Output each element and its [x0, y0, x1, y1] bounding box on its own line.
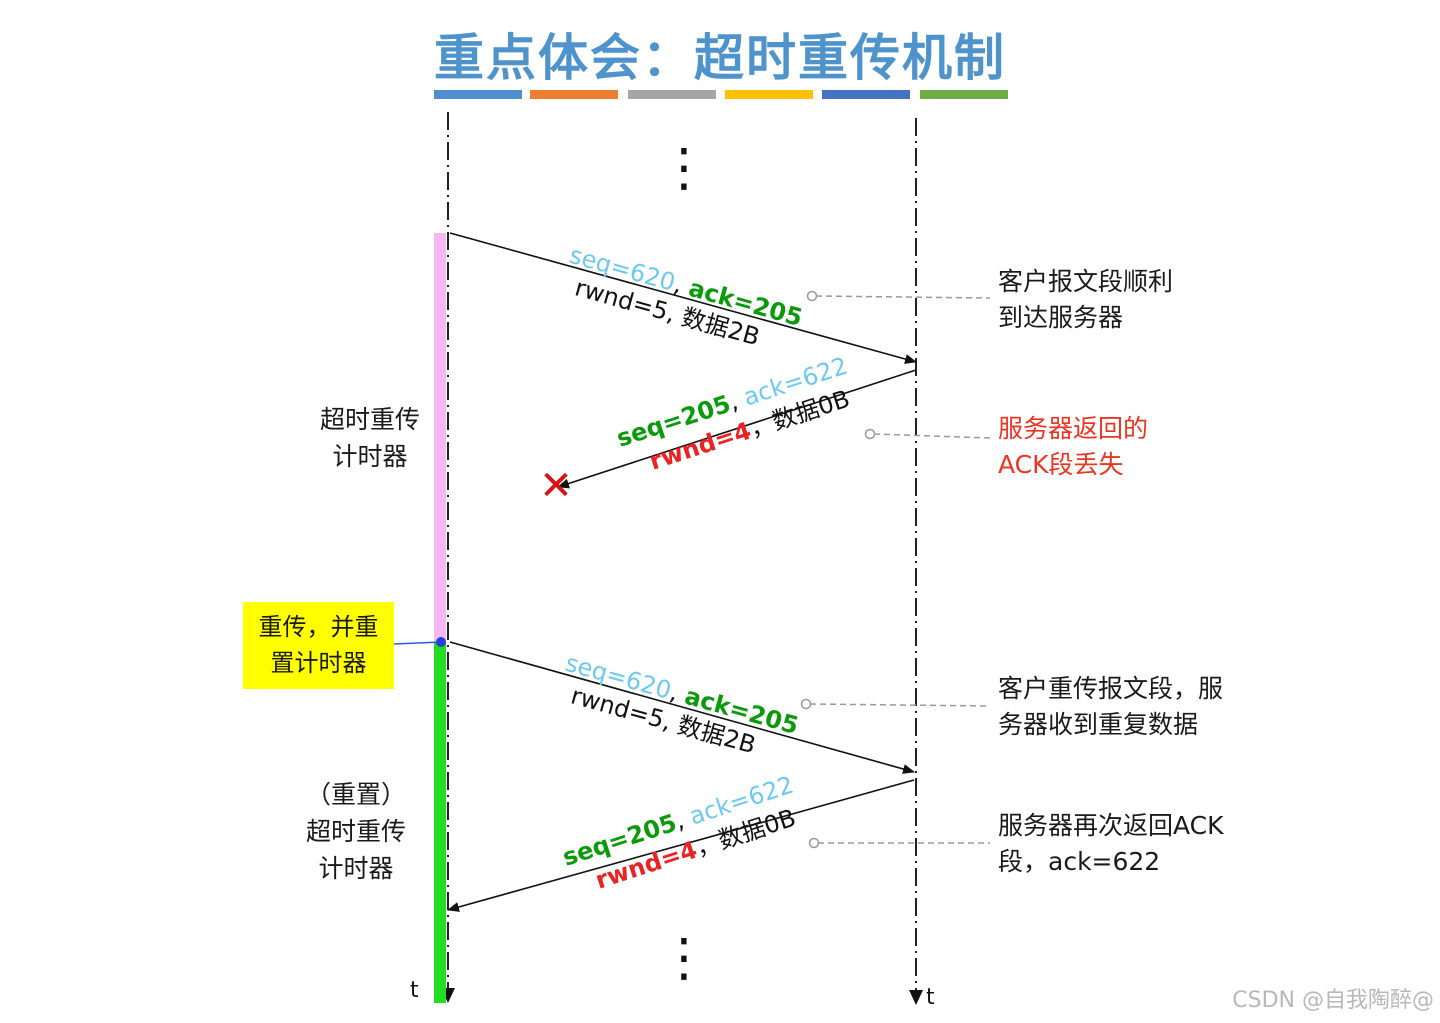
- note-2-line-1: 服务器返回的: [998, 414, 1149, 443]
- callout-line-3: [809, 703, 991, 707]
- note-3-line-1: 客户重传报文段，服: [998, 674, 1224, 703]
- callout-line-2: [873, 433, 991, 439]
- callout-dot-3: [800, 698, 812, 710]
- timer-label-reset: （重置） 超时重传 计时器: [286, 776, 426, 887]
- timer2-line-3: 计时器: [318, 854, 394, 883]
- note-segment-arrived: 客户报文段顺利 到达服务器: [998, 264, 1173, 336]
- server-time-arrow: [909, 990, 923, 1005]
- timer-bar-pink: [434, 233, 446, 642]
- note-ack-again: 服务器再次返回ACK 段，ack=622: [998, 808, 1224, 880]
- note-duplicate-data: 客户重传报文段，服 务器收到重复数据: [998, 671, 1223, 743]
- timer2-line-1: （重置）: [305, 780, 406, 809]
- segment-arrow-1: [449, 232, 917, 364]
- client-time-label: t: [410, 978, 419, 1003]
- note-ack-lost: 服务器返回的 ACK段丢失: [998, 411, 1148, 483]
- color-bar-blue: [434, 90, 522, 99]
- segment-arrow-2: [557, 369, 917, 489]
- retransmit-line-1: 重传，并重: [258, 613, 379, 641]
- retransmit-line-2: 置计时器: [270, 649, 367, 677]
- color-bar-yellow: [725, 90, 813, 99]
- callout-dot-2: [864, 428, 876, 440]
- segment-arrow-4: [447, 779, 915, 912]
- color-bar-gray: [628, 90, 716, 99]
- note-4-line-2: 段，ack=622: [998, 847, 1161, 876]
- csdn-watermark: CSDN @自我陶醉@: [1232, 988, 1434, 1013]
- timer1-line-1: 超时重传: [319, 405, 420, 434]
- ellipsis-bottom: ⋮: [658, 928, 710, 988]
- callout-dot-4: [808, 837, 820, 849]
- timer1-line-2: 计时器: [332, 442, 408, 471]
- segment-3-sep: ,: [667, 678, 689, 709]
- segment-arrow-3: [449, 641, 915, 774]
- note-2-line-2: ACK段丢失: [998, 450, 1124, 479]
- note-3-line-2: 务器收到重复数据: [998, 710, 1199, 739]
- color-bar-darkblue: [822, 90, 910, 99]
- retransmit-connector: [393, 641, 442, 645]
- lost-x-icon: ✕: [539, 463, 573, 509]
- server-time-label: t: [926, 985, 935, 1010]
- color-bar-orange: [530, 90, 618, 99]
- timer-label-initial: 超时重传 计时器: [300, 401, 440, 475]
- ellipsis-top: ⋮: [658, 138, 710, 198]
- retransmit-callout: 重传，并重 置计时器: [243, 602, 394, 689]
- note-1-line-1: 客户报文段顺利: [998, 267, 1174, 296]
- segment-1-sep: ,: [671, 270, 693, 301]
- timer-bar-green: [434, 642, 446, 1003]
- timer2-line-2: 超时重传: [305, 817, 406, 846]
- note-4-line-1: 服务器再次返回ACK: [998, 811, 1224, 840]
- page-title: 重点体会：超时重传机制: [434, 28, 1006, 87]
- callout-line-1: [815, 295, 991, 299]
- retransmit-point: [436, 637, 446, 647]
- note-1-line-2: 到达服务器: [998, 303, 1124, 332]
- color-bar-green: [920, 90, 1008, 99]
- callout-dot-1: [806, 290, 818, 302]
